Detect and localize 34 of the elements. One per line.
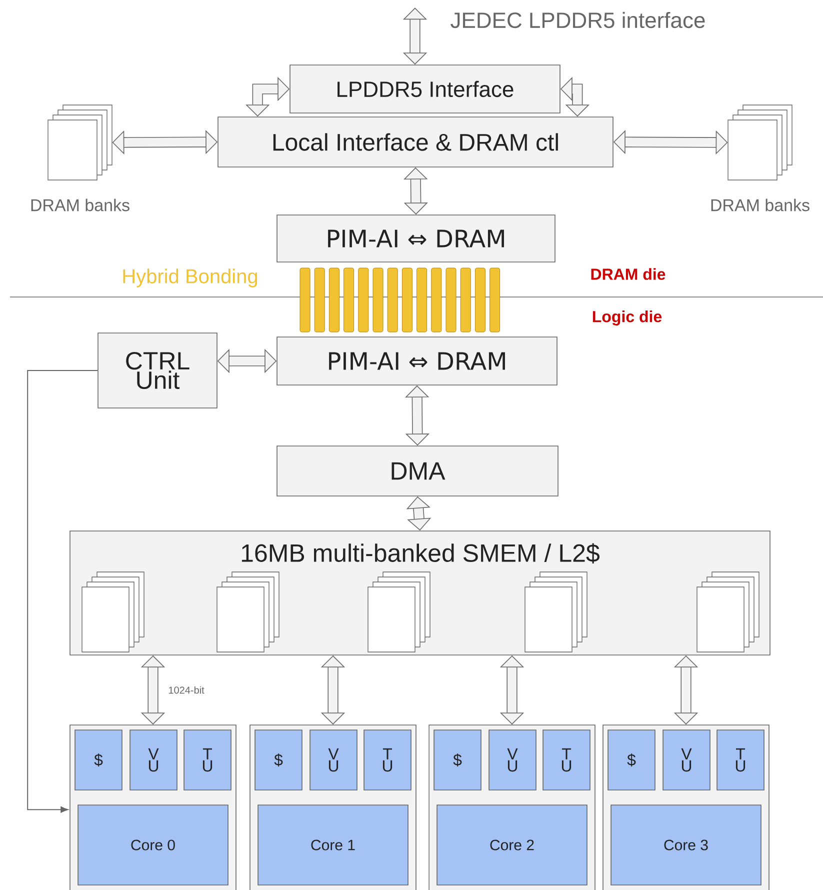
unit-box: V U — [130, 730, 178, 790]
unit-box: Core 0 — [78, 804, 228, 886]
unit-box: Core 1 — [258, 804, 408, 886]
unit-box: V U — [488, 730, 536, 790]
unit-box: T U — [184, 730, 232, 790]
block-box: PIM-AI ⇔ DRAM — [276, 336, 558, 386]
unit-box: V U — [662, 730, 710, 790]
edge-label: 1024-bit — [167, 685, 206, 695]
unit-box: T U — [364, 730, 412, 790]
unit-box: $ — [254, 730, 302, 790]
block-box: Local Interface & DRAM ctl — [218, 116, 614, 168]
unit-box: Core 2 — [436, 804, 588, 886]
unit-box: $ — [74, 730, 122, 790]
unit-box: V U — [310, 730, 358, 790]
memory-bank-stack — [82, 572, 144, 652]
memory-bank-stack — [216, 572, 280, 652]
block-box: DMA — [276, 446, 558, 496]
edge-label: JEDEC LPDDR5 interface — [449, 10, 707, 30]
unit-box: T U — [542, 730, 590, 790]
unit-box: $ — [608, 730, 656, 790]
bank-label: DRAM banks — [31, 198, 130, 212]
arrow — [27, 370, 98, 813]
unit-box: $ — [434, 730, 482, 790]
memory-bank-stack — [368, 572, 430, 652]
bank-label: DRAM banks — [711, 198, 810, 212]
block-box: LPDDR5 Interface — [290, 64, 560, 114]
unit-box: Core 3 — [610, 804, 762, 886]
bonding-label: Hybrid Bonding — [123, 268, 258, 288]
unit-box: T U — [716, 730, 764, 790]
memory-bank-stack — [696, 572, 760, 652]
die-label: Logic die — [592, 310, 662, 326]
block-box: CTRL Unit — [98, 332, 218, 408]
memory-bank-stack — [524, 572, 588, 652]
die-label: DRAM die — [591, 268, 666, 280]
